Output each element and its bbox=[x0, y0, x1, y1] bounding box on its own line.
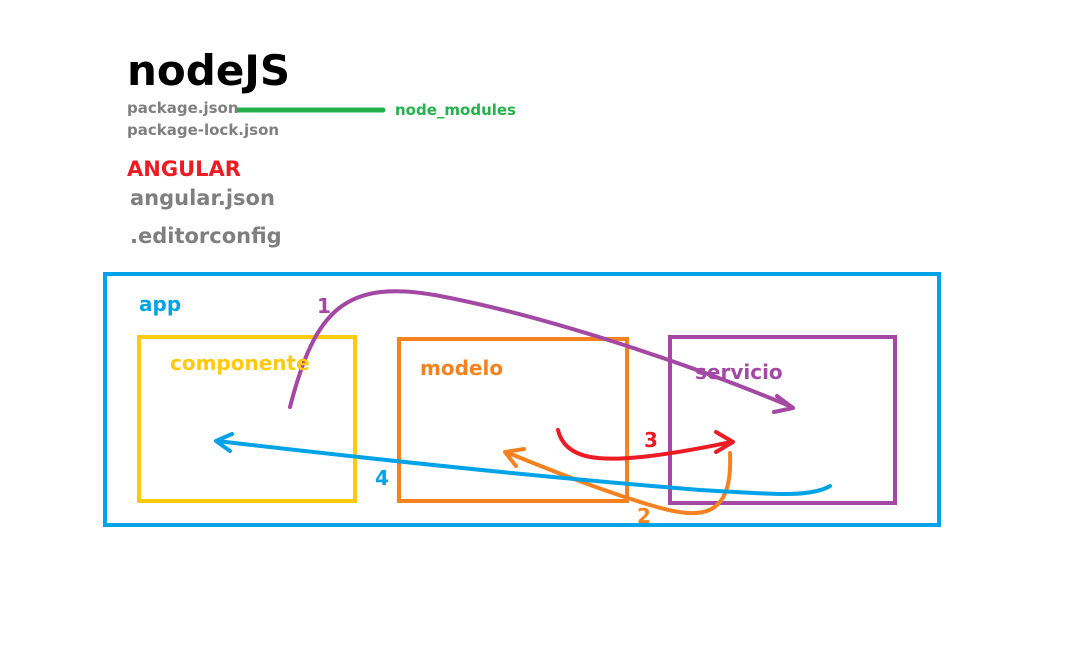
componente-label: componente bbox=[170, 351, 310, 375]
arrow-2-servicio-to-modelo bbox=[504, 450, 733, 516]
arrow-4-number: 4 bbox=[375, 466, 389, 490]
arrow-1-head bbox=[772, 394, 795, 414]
componente-box bbox=[137, 335, 357, 503]
arrow-3-number: 3 bbox=[644, 428, 658, 452]
arrow-1-number: 1 bbox=[317, 294, 331, 318]
arrow-4-servicio-to-componente bbox=[215, 439, 832, 496]
servicio-label: servicio bbox=[695, 360, 783, 384]
package-json-label: package.json bbox=[127, 99, 239, 117]
package-lock-json-label: package-lock.json bbox=[127, 121, 280, 139]
nodejs-title: nodeJS bbox=[127, 46, 291, 95]
arrow-2-head bbox=[503, 447, 526, 468]
angular-title: ANGULAR bbox=[127, 157, 241, 181]
arrow-4-head bbox=[214, 432, 234, 453]
arrow-3-head bbox=[714, 430, 735, 454]
node-modules-label: node_modules bbox=[395, 101, 516, 119]
editorconfig-label: .editorconfig bbox=[130, 224, 282, 248]
arrow-3-modelo-to-servicio bbox=[556, 428, 734, 461]
modelo-box bbox=[397, 337, 629, 503]
app-label: app bbox=[139, 292, 182, 316]
modelo-label: modelo bbox=[420, 356, 504, 380]
arrow-2-number: 2 bbox=[637, 504, 651, 528]
angular-json-label: angular.json bbox=[130, 186, 275, 210]
app-container-box bbox=[103, 272, 941, 527]
servicio-box bbox=[668, 335, 897, 505]
arrow-1-componente-to-servicio bbox=[288, 289, 794, 409]
